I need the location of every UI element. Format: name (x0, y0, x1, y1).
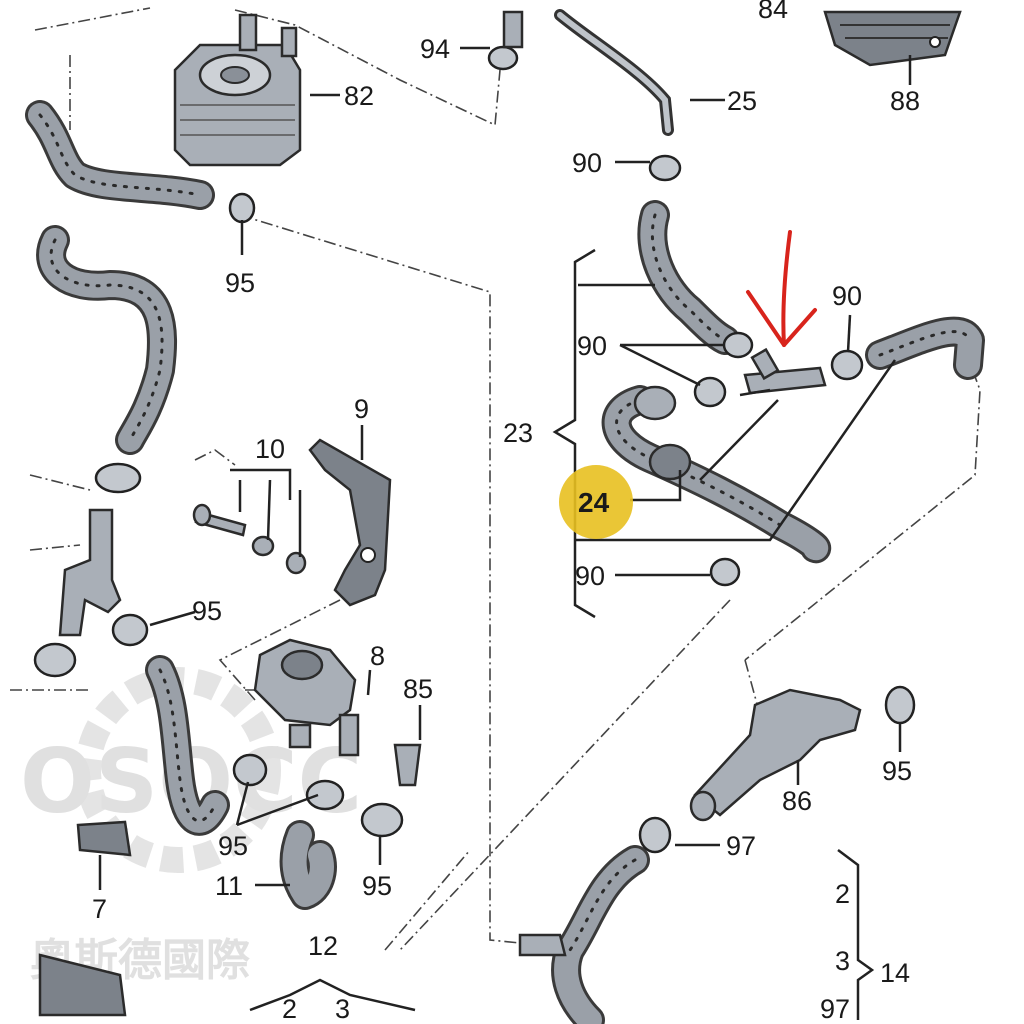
label-97-bottom: 97 (820, 994, 850, 1024)
label-90-bottom: 90 (575, 561, 605, 591)
label-24: 24 (578, 487, 610, 518)
label-90-right: 90 (832, 281, 862, 311)
clamp-90-c (830, 349, 864, 381)
clamp-94 (487, 10, 524, 71)
hose-bottom-right (551, 845, 650, 1024)
label-25: 25 (727, 86, 757, 116)
label-82: 82 (344, 81, 374, 111)
label-9: 9 (354, 394, 369, 424)
label-12: 12 (308, 931, 338, 961)
label-94: 94 (420, 34, 450, 64)
hose-left-top (25, 100, 215, 210)
label-88: 88 (890, 86, 920, 116)
clamp-90-d (709, 557, 741, 587)
bolts-10 (192, 503, 307, 575)
bracket-9 (308, 438, 392, 607)
clamp-90-a (722, 331, 754, 359)
part-labels: 84 82 94 25 88 90 95 90 90 9 10 23 24 90… (92, 0, 920, 1024)
clamp-7 (76, 820, 132, 857)
t-piece-left (58, 508, 122, 637)
label-95-b: 95 (362, 871, 392, 901)
hose-24 (601, 385, 832, 564)
label-84: 84 (758, 0, 788, 24)
hose-left-middle (36, 225, 178, 455)
label-90-top: 90 (572, 148, 602, 178)
clamp-95-right (884, 685, 916, 725)
clamp-left-2 (33, 642, 77, 678)
part-85 (393, 743, 422, 787)
hose-11 (279, 820, 337, 910)
red-arrow-indicator (746, 230, 817, 347)
outline-lines (10, 7, 981, 951)
clamp-90-top (648, 154, 682, 182)
label-10: 10 (255, 434, 285, 464)
bottom-left-block (38, 953, 127, 1017)
label-3-bottom: 3 (335, 994, 350, 1024)
label-2-bottom: 2 (282, 994, 297, 1024)
clamp-95-c (360, 802, 404, 838)
brace-23 (552, 248, 596, 619)
label-95-right: 95 (882, 756, 912, 786)
hose-left-lower (145, 655, 230, 836)
pump-8 (253, 638, 360, 757)
stub-bottom-left (518, 933, 567, 957)
t-connector-group23 (743, 347, 827, 395)
label-11: 11 (215, 871, 243, 901)
label-23: 23 (503, 418, 533, 448)
brace-14 (837, 849, 875, 1020)
label-14: 14 (880, 958, 910, 988)
clamp-95-a (232, 753, 268, 787)
label-90-left: 90 (577, 331, 607, 361)
highlight-24 (559, 465, 633, 539)
label-3: 3 (835, 946, 850, 976)
label-2: 2 (835, 879, 850, 909)
label-8: 8 (370, 641, 385, 671)
label-85: 85 (403, 674, 433, 704)
clamp-90-b (693, 376, 727, 408)
clamp-97 (638, 816, 672, 854)
hose-25 (554, 9, 674, 136)
label-97: 97 (726, 831, 756, 861)
brace-12 (249, 978, 416, 1012)
clamp-95-b (305, 779, 345, 811)
label-95-top: 95 (225, 268, 255, 298)
clamp-95-mid (111, 613, 149, 647)
label-95-a: 95 (218, 831, 248, 861)
clamp-left-1 (94, 462, 142, 494)
label-7: 7 (92, 894, 107, 924)
housing-86 (689, 688, 862, 822)
label-86: 86 (782, 786, 812, 816)
hose-right-short (865, 316, 985, 380)
label-95-mid: 95 (192, 596, 222, 626)
hose-upper-right-group (637, 200, 740, 355)
clamp-95-top (228, 192, 256, 224)
oil-cooler-82 (173, 13, 302, 167)
part-88 (823, 10, 962, 67)
leader-lines (98, 46, 912, 890)
